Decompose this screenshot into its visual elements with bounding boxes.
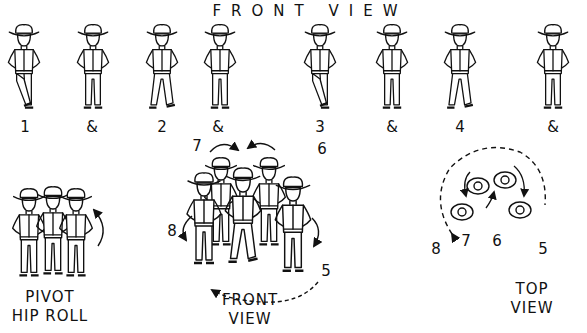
count-label: & (212, 118, 224, 137)
view-title: FRONT VIEW (212, 2, 407, 21)
position-number: 6 (492, 232, 502, 251)
view-name: TOP VIEW (501, 280, 563, 318)
count-label: 3 (315, 118, 325, 137)
count-label: & (386, 118, 398, 137)
count-label: 2 (157, 118, 167, 137)
position-number: 7 (192, 137, 202, 156)
position-number: 7 (461, 232, 471, 251)
count-label: & (547, 118, 559, 137)
move-name: PIVOT HIP ROLL (10, 288, 90, 326)
position-number: 5 (538, 240, 548, 259)
position-number: 8 (431, 240, 441, 259)
count-label: 1 (20, 118, 30, 137)
position-number: 5 (321, 262, 331, 281)
view-name: FRONT VIEW (213, 291, 288, 329)
count-label: 4 (455, 118, 465, 137)
position-number: 8 (167, 222, 177, 241)
count-label: & (86, 118, 98, 137)
position-number: 6 (317, 140, 327, 159)
